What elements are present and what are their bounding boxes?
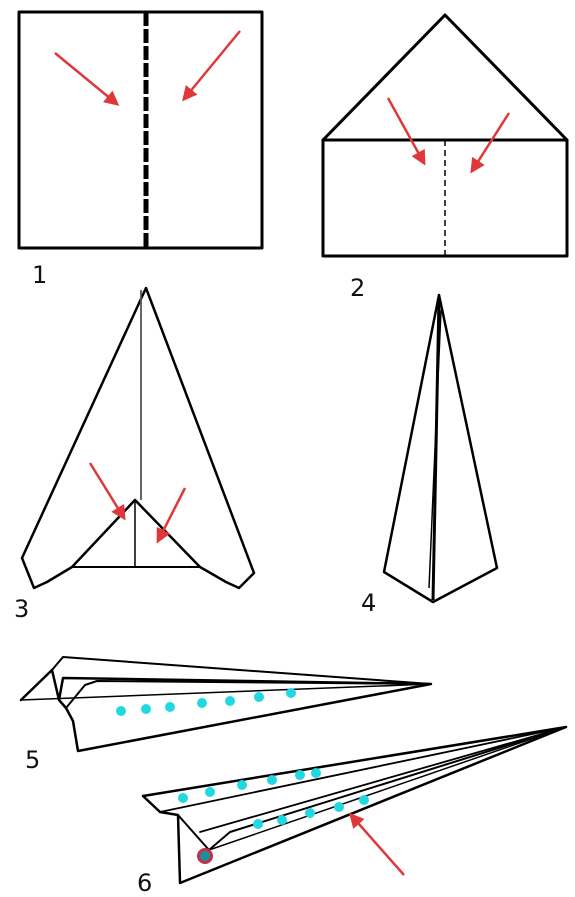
cyan-dot-marker <box>305 808 315 818</box>
weight-marker-center <box>200 851 210 861</box>
cyan-dot-marker <box>141 704 151 714</box>
plane-outline <box>384 295 497 602</box>
cyan-dot-marker <box>237 780 247 790</box>
paper-sheet <box>323 140 567 256</box>
step-5-diagram: 5 <box>21 657 431 774</box>
fold-arrow-icon <box>158 488 185 541</box>
cyan-dot-marker <box>178 793 188 803</box>
cyan-dot-marker <box>197 698 207 708</box>
step-4-diagram: 4 <box>361 295 497 617</box>
body-line <box>180 727 566 883</box>
step-1-diagram: 1 <box>19 12 262 289</box>
wing-fold-line <box>200 727 566 832</box>
fold-arrow-icon <box>55 53 117 104</box>
cyan-dot-marker <box>267 775 277 785</box>
wing-fold-line <box>178 727 566 850</box>
cyan-dot-marker <box>205 787 215 797</box>
step-3-diagram: 3 <box>14 288 254 623</box>
cyan-dot-marker <box>277 815 287 825</box>
step-number: 4 <box>361 589 376 617</box>
body-line <box>209 727 566 850</box>
cyan-dot-marker <box>311 768 321 778</box>
cyan-dot-marker <box>225 696 235 706</box>
cyan-dot-marker <box>253 819 263 829</box>
step-number: 2 <box>350 274 365 302</box>
fold-arrow-icon <box>351 815 404 875</box>
cyan-dot-marker <box>334 802 344 812</box>
fold-arrow-icon <box>184 31 240 99</box>
cyan-dot-marker <box>254 692 264 702</box>
cyan-dot-marker <box>359 795 369 805</box>
step-number: 6 <box>137 869 152 897</box>
center-fold-line <box>433 297 439 600</box>
triangle-fold <box>323 15 567 140</box>
fold-arrow-icon <box>90 463 124 518</box>
step-2-diagram: 2 <box>323 15 567 302</box>
cyan-dot-marker <box>295 770 305 780</box>
step-number: 5 <box>25 746 40 774</box>
fold-arrow-icon <box>388 98 424 163</box>
fold-arrow-icon <box>472 113 509 171</box>
step-number: 1 <box>32 261 47 289</box>
plane-outline <box>22 288 254 588</box>
step-number: 3 <box>14 595 29 623</box>
body-line <box>21 684 431 700</box>
cyan-dot-marker <box>286 688 296 698</box>
step-6-diagram: 6 <box>137 727 566 897</box>
cyan-dot-marker <box>165 702 175 712</box>
cyan-dot-marker <box>116 706 126 716</box>
